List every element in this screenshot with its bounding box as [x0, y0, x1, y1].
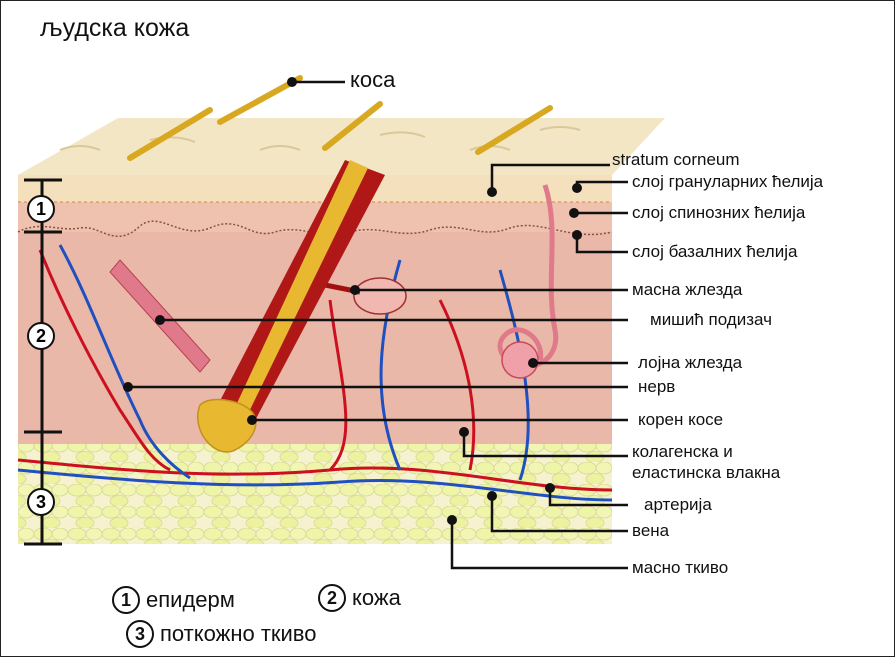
legend-item-3: 3 поткожно ткиво	[126, 620, 316, 648]
label-sweat-gland: лојна жлезда	[638, 353, 742, 373]
legend-text-3: поткожно ткиво	[160, 621, 316, 647]
label-fat-tissue: масно ткиво	[632, 558, 728, 578]
label-hair-root: корен косе	[638, 410, 723, 430]
legend-num-1: 1	[112, 586, 140, 614]
label-arrector-muscle: мишић подизач	[650, 310, 772, 330]
label-stratum-corneum: stratum corneum	[612, 150, 740, 170]
label-artery: артерија	[644, 495, 712, 515]
legend-text-2: кожа	[352, 585, 401, 611]
label-nerve: нерв	[638, 377, 675, 397]
legend-item-1: 1 епидерм	[112, 586, 235, 614]
label-granular-layer: слој грануларних ћелија	[632, 172, 823, 192]
layer-marker-3: 3	[27, 488, 55, 516]
legend-num-3: 3	[126, 620, 154, 648]
legend-item-2: 2 кожа	[318, 584, 401, 612]
label-basal-layer: слој базалних ћелија	[632, 242, 797, 262]
label-hair: коса	[350, 70, 395, 90]
legend-num-2: 2	[318, 584, 346, 612]
label-collagen-line2: еластинска влакна	[632, 462, 780, 483]
diagram-title: људска кожа	[40, 14, 189, 43]
legend-text-1: епидерм	[146, 587, 235, 613]
oil-gland-shape	[354, 278, 406, 314]
label-vein: вена	[632, 521, 669, 541]
stratum-corneum-layer	[18, 175, 612, 202]
layer-marker-1: 1	[27, 195, 55, 223]
label-oil-gland: масна жлезда	[632, 280, 742, 300]
label-collagen: колагенска и еластинска влакна	[632, 441, 780, 483]
label-spinous-layer: слој спинозних ћелија	[632, 203, 805, 223]
layer-marker-2: 2	[27, 322, 55, 350]
label-collagen-line1: колагенска и	[632, 441, 780, 462]
